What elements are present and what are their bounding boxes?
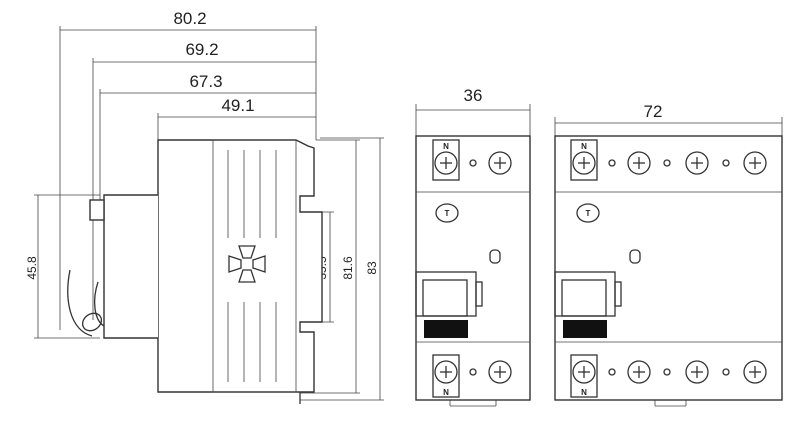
- dim-width-36: 36: [464, 86, 483, 105]
- terminal-4p-bottom-n: N: [570, 354, 598, 398]
- terminal-4p-top-l3: [743, 151, 767, 175]
- terminal-4p-top-l1: [627, 151, 651, 175]
- indicator-window-4p: [629, 249, 641, 264]
- svg-text:T: T: [445, 209, 450, 218]
- test-button-4p: T: [576, 203, 600, 223]
- brand-logo-icon: [228, 245, 266, 283]
- terminal-4p-bottom-l3: [743, 360, 767, 384]
- terminal-2p-bottom-l: [488, 360, 512, 384]
- handle-4p: [554, 271, 622, 338]
- side-view: 80.2 69.2 67.3 49.1 45.8 35.5 81.6: [25, 9, 384, 404]
- test-button-2p: T: [435, 203, 459, 223]
- svg-text:T: T: [586, 209, 591, 218]
- dim-depth-80-2: 80.2: [173, 9, 206, 28]
- terminal-label: N: [581, 388, 587, 397]
- terminal-label: N: [581, 142, 587, 151]
- breaker-4p-body: [554, 135, 783, 401]
- handle-2p: [415, 271, 483, 338]
- dim-depth-67-3: 67.3: [189, 72, 222, 91]
- dim-width-72: 72: [644, 102, 663, 121]
- terminal-2p-top-l: [488, 151, 512, 175]
- dim-height-45-8: 45.8: [25, 256, 39, 280]
- depth-dimensions: 80.2 69.2 67.3 49.1: [59, 9, 317, 330]
- front-view-4p: 72 N T: [554, 102, 783, 407]
- terminal-2p-bottom-n: N: [432, 354, 460, 398]
- dim-depth-49-1: 49.1: [221, 96, 254, 115]
- indicator-window-2p: [489, 249, 501, 264]
- breaker-side-body: [67, 139, 323, 404]
- terminal-label: N: [443, 142, 449, 151]
- terminal-4p-bottom-l2: [685, 360, 709, 384]
- dim-height-83: 83: [365, 261, 379, 275]
- dim-height-81-6: 81.6: [341, 256, 355, 280]
- dim-depth-69-2: 69.2: [185, 40, 218, 59]
- terminal-4p-top-l2: [685, 151, 709, 175]
- terminal-2p-top-n: N: [432, 139, 460, 181]
- terminal-label: N: [443, 388, 449, 397]
- terminal-4p-top-n: N: [570, 139, 598, 181]
- terminal-4p-bottom-l1: [627, 360, 651, 384]
- front-view-2p: 36 N T: [415, 86, 531, 407]
